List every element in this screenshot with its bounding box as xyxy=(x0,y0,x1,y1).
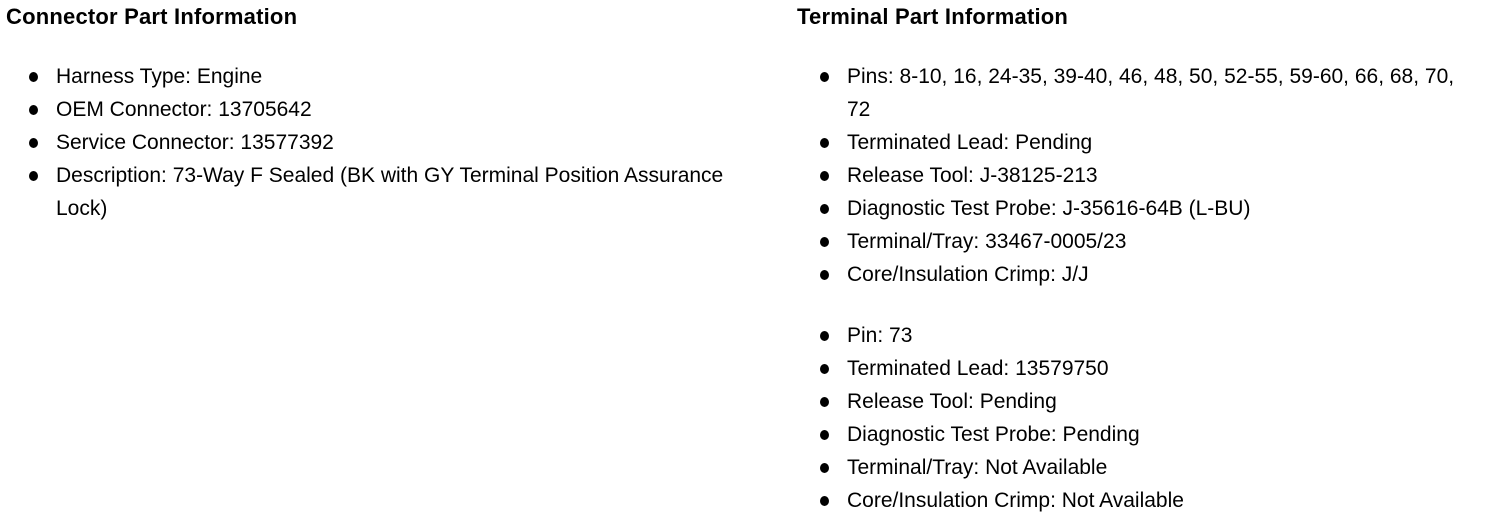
list-item-pin: Pin: 73 xyxy=(797,319,1469,352)
list-item-text: Terminal/Tray: Not Available xyxy=(847,456,1108,479)
bullet-icon xyxy=(29,105,38,115)
list-item-text: Description: 73-Way F Sealed (BK with GY… xyxy=(56,164,724,220)
bullet-icon xyxy=(820,171,829,181)
terminal-info-list-group-2: Pin: 73 Terminated Lead: 13579750 Releas… xyxy=(797,319,1469,517)
connector-part-information-section: Connector Part Information Harness Type:… xyxy=(6,5,736,225)
list-item-pins: Pins: 8-10, 16, 24-35, 39-40, 46, 48, 50… xyxy=(797,60,1469,126)
list-item-text: Pin: 73 xyxy=(847,324,913,347)
bullet-icon xyxy=(820,237,829,247)
list-item-text: Release Tool: J-38125-213 xyxy=(847,164,1098,187)
connector-section-title: Connector Part Information xyxy=(6,4,298,29)
list-item-service-connector: Service Connector: 13577392 xyxy=(6,126,736,159)
connector-info-list: Harness Type: Engine OEM Connector: 1370… xyxy=(6,60,736,225)
list-item-diagnostic-test-probe: Diagnostic Test Probe: J-35616-64B (L-BU… xyxy=(797,192,1469,225)
list-item-text: Terminal/Tray: 33467-0005/23 xyxy=(847,230,1127,253)
list-item-oem-connector: OEM Connector: 13705642 xyxy=(6,93,736,126)
list-item-release-tool: Release Tool: J-38125-213 xyxy=(797,159,1469,192)
list-item-core-insulation-crimp: Core/Insulation Crimp: Not Available xyxy=(797,484,1469,517)
list-item-terminal-tray: Terminal/Tray: Not Available xyxy=(797,451,1469,484)
terminal-part-information-section: Terminal Part Information Pins: 8-10, 16… xyxy=(797,5,1469,517)
list-item-text: Core/Insulation Crimp: J/J xyxy=(847,263,1089,286)
list-item-terminated-lead: Terminated Lead: Pending xyxy=(797,126,1469,159)
terminal-section-title: Terminal Part Information xyxy=(797,4,1069,29)
bullet-icon xyxy=(820,331,829,341)
list-item-text: Core/Insulation Crimp: Not Available xyxy=(847,489,1184,512)
bullet-icon xyxy=(820,364,829,374)
list-item-text: Terminated Lead: 13579750 xyxy=(847,357,1109,380)
list-item-diagnostic-test-probe: Diagnostic Test Probe: Pending xyxy=(797,418,1469,451)
list-item-text: Terminated Lead: Pending xyxy=(847,131,1093,154)
bullet-icon xyxy=(29,171,38,181)
list-item-text: Pins: 8-10, 16, 24-35, 39-40, 46, 48, 50… xyxy=(847,65,1455,121)
list-item-text: Harness Type: Engine xyxy=(56,65,263,88)
list-item-text: Release Tool: Pending xyxy=(847,390,1057,413)
list-item-core-insulation-crimp: Core/Insulation Crimp: J/J xyxy=(797,258,1469,291)
list-item-release-tool: Release Tool: Pending xyxy=(797,385,1469,418)
list-item-description: Description: 73-Way F Sealed (BK with GY… xyxy=(6,159,736,225)
list-item-text: Diagnostic Test Probe: Pending xyxy=(847,423,1140,446)
bullet-icon xyxy=(820,496,829,506)
bullet-icon xyxy=(820,270,829,280)
list-item-terminal-tray: Terminal/Tray: 33467-0005/23 xyxy=(797,225,1469,258)
bullet-icon xyxy=(820,397,829,407)
bullet-icon xyxy=(820,72,829,82)
bullet-icon xyxy=(820,138,829,148)
terminal-info-list-group-1: Pins: 8-10, 16, 24-35, 39-40, 46, 48, 50… xyxy=(797,60,1469,291)
list-item-text: OEM Connector: 13705642 xyxy=(56,98,312,121)
list-item-text: Service Connector: 13577392 xyxy=(56,131,334,154)
bullet-icon xyxy=(820,463,829,473)
list-item-text: Diagnostic Test Probe: J-35616-64B (L-BU… xyxy=(847,197,1251,220)
bullet-icon xyxy=(29,138,38,148)
list-item-harness-type: Harness Type: Engine xyxy=(6,60,736,93)
bullet-icon xyxy=(820,204,829,214)
list-item-terminated-lead: Terminated Lead: 13579750 xyxy=(797,352,1469,385)
bullet-icon xyxy=(820,430,829,440)
bullet-icon xyxy=(29,72,38,82)
